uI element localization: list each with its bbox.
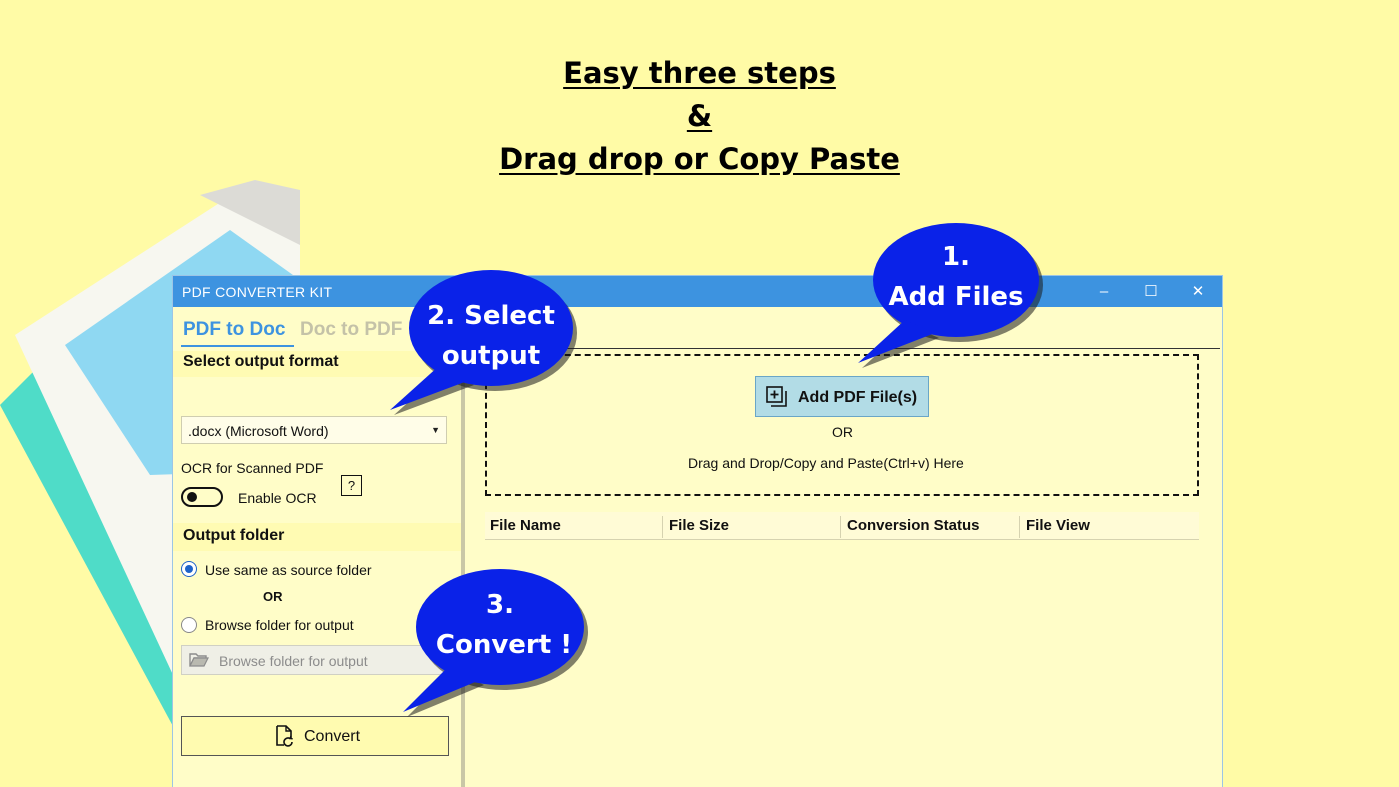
maximize-icon[interactable]: ☐ [1144, 283, 1158, 300]
file-table-header: File Name File Size Conversion Status Fi… [485, 512, 1199, 540]
convert-button[interactable]: Convert [181, 716, 449, 756]
output-folder-label: Output folder [183, 527, 285, 544]
app-window: PDF CONVERTER KIT – ☐ ✕ PDF to Doc Doc t… [173, 276, 1222, 787]
window-title: PDF CONVERTER KIT [182, 284, 333, 300]
same-folder-label: Use same as source folder [205, 562, 372, 578]
radio-browse-folder[interactable] [181, 617, 197, 633]
callout-step3-line1: 3. [486, 590, 514, 620]
callout-step3-bubble [403, 569, 588, 717]
convert-button-label: Convert [304, 728, 361, 745]
add-pdf-files-button[interactable]: Add PDF File(s) [755, 376, 929, 417]
browse-folder-label: Browse folder for output [205, 617, 354, 633]
minimize-icon[interactable]: – [1099, 283, 1109, 300]
drop-zone[interactable] [485, 354, 1199, 496]
headline-line-2: & [686, 99, 713, 133]
tab-pdf-to-doc[interactable]: PDF to Doc [183, 319, 286, 340]
ocr-label: OCR for Scanned PDF [181, 460, 324, 476]
add-file-icon [766, 386, 787, 407]
folder-or-text: OR [263, 589, 283, 604]
radio-same-folder[interactable] [181, 561, 197, 577]
callout-step2-bubble [390, 270, 577, 415]
convert-document-icon [276, 725, 293, 747]
format-header-band [173, 351, 461, 377]
ocr-toggle[interactable] [181, 487, 223, 507]
close-icon[interactable]: ✕ [1191, 283, 1205, 300]
col-divider[interactable] [840, 516, 841, 538]
callout-step3-line2: Convert ! [435, 630, 573, 660]
headline-line-3: Drag drop or Copy Paste [499, 142, 900, 176]
callout-step1-line2: Add Files [888, 282, 1024, 312]
folder-header-band [173, 523, 461, 551]
callout-step1-line1: 1. [942, 242, 970, 272]
tab-separator-line [467, 348, 1220, 349]
col-divider[interactable] [662, 516, 663, 538]
add-pdf-files-label: Add PDF File(s) [798, 389, 918, 406]
ocr-help-button[interactable]: ? [341, 475, 362, 496]
dropzone-or-text: OR [832, 424, 853, 440]
output-format-label: Select output format [183, 353, 339, 370]
col-file-view[interactable]: File View [1026, 517, 1090, 534]
toggle-knob [187, 492, 197, 502]
browse-folder-button-label: Browse folder for output [219, 653, 368, 669]
output-format-select[interactable]: .docx (Microsoft Word) ▼ [181, 416, 447, 444]
title-bar: PDF CONVERTER KIT – ☐ ✕ [173, 276, 1222, 307]
col-file-name[interactable]: File Name [490, 517, 561, 534]
ocr-toggle-label: Enable OCR [238, 490, 317, 506]
chevron-down-icon: ▼ [431, 425, 440, 435]
tab-doc-to-pdf[interactable]: Doc to PDF [300, 319, 403, 340]
browse-folder-button[interactable]: Browse folder for output [181, 645, 447, 675]
output-format-value: .docx (Microsoft Word) [188, 423, 329, 439]
col-file-size[interactable]: File Size [669, 517, 730, 534]
active-tab-indicator [181, 345, 294, 347]
callout-step1-bubble [858, 223, 1043, 368]
folder-open-icon [189, 653, 209, 667]
dropzone-hint: Drag and Drop/Copy and Paste(Ctrl+v) Her… [688, 455, 964, 471]
callout-step2-line2: output [441, 341, 541, 371]
callout-step2-line1: 2. Select [427, 301, 555, 331]
col-conversion-status[interactable]: Conversion Status [847, 517, 980, 534]
headline-line-1: Easy three steps [563, 56, 836, 90]
col-divider[interactable] [1019, 516, 1020, 538]
